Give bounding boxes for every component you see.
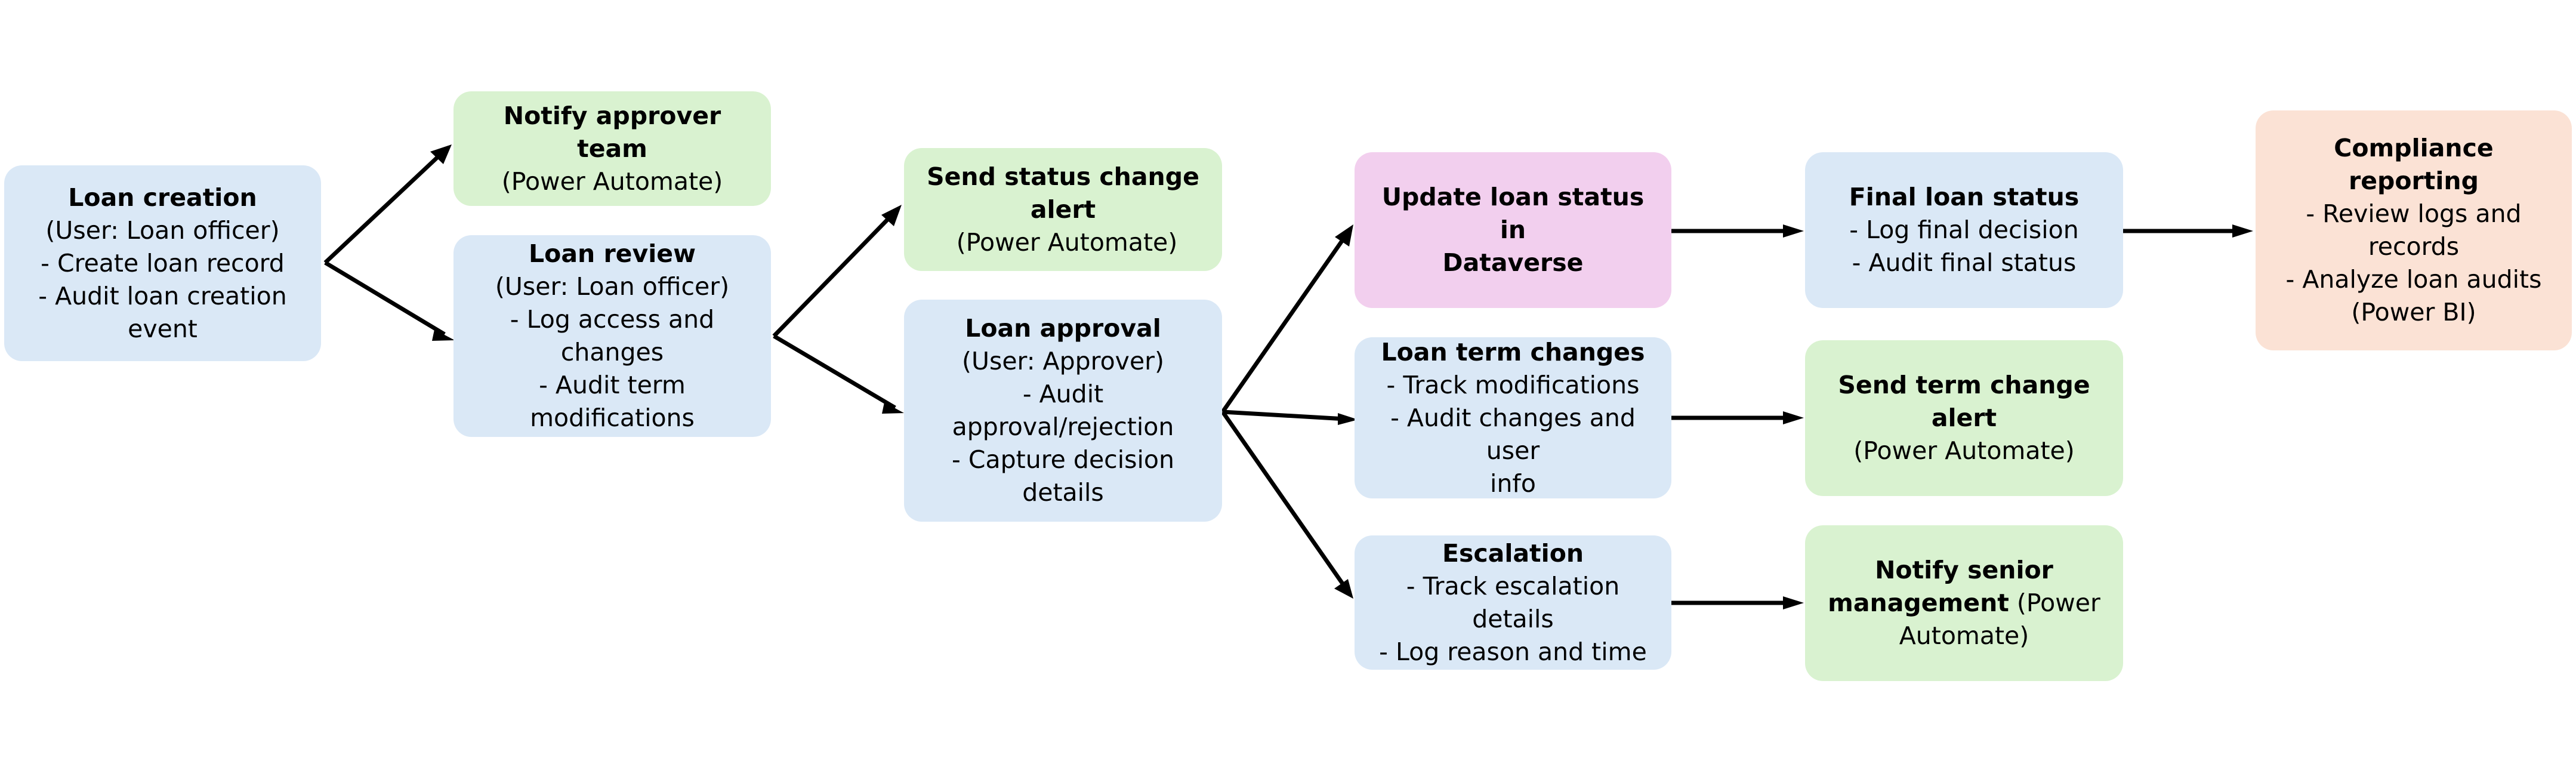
node-title: Escalation bbox=[1442, 538, 1584, 568]
node-line: info bbox=[1490, 469, 1536, 498]
node-line: (User: Loan officer) bbox=[495, 272, 730, 301]
arrowhead bbox=[882, 402, 904, 414]
arrowhead bbox=[1783, 224, 1804, 238]
node-line: - Audit term bbox=[539, 371, 686, 399]
node-line: changes bbox=[560, 338, 664, 367]
edge-approval-to-escalation bbox=[1221, 410, 1347, 590]
node-title: Send term change alert bbox=[1838, 371, 2090, 432]
node-line: records bbox=[2368, 232, 2460, 261]
edge-review-to-approval bbox=[773, 334, 896, 410]
node-send-status-change-alert: Send status change alert (Power Automate… bbox=[904, 148, 1222, 271]
edge-approval-to-term-changes bbox=[1222, 409, 1346, 421]
node-title: Send status change bbox=[927, 162, 1199, 191]
arrowhead bbox=[1334, 579, 1353, 599]
node-title: Update loan status in bbox=[1381, 183, 1645, 244]
node-line: - Review logs and bbox=[2306, 199, 2522, 228]
node-title: Notify approver team bbox=[503, 101, 721, 163]
node-loan-creation: Loan creation (User: Loan officer) - Cre… bbox=[4, 165, 321, 361]
node-suffix: (Power Automate) bbox=[948, 227, 1178, 257]
node-line: - Log reason and time bbox=[1379, 637, 1647, 666]
node-title: Loan review bbox=[529, 239, 696, 268]
arrowhead bbox=[1783, 411, 1804, 424]
node-title: Loan creation bbox=[68, 183, 257, 212]
node-title-cont: management bbox=[1828, 589, 2009, 617]
arrowhead bbox=[1783, 596, 1804, 609]
node-line: - Audit changes and user bbox=[1390, 403, 1636, 465]
node-line: modifications bbox=[530, 404, 695, 432]
node-line: - Audit loan creation bbox=[38, 281, 287, 310]
node-escalation: Escalation - Track escalation details - … bbox=[1355, 535, 1671, 670]
node-compliance-reporting: Compliance reporting - Review logs and r… bbox=[2256, 110, 2572, 350]
node-line: approval/rejection bbox=[952, 412, 1174, 441]
node-line: (Power Automate) bbox=[1853, 436, 2075, 465]
node-final-loan-status: Final loan status - Log final decision -… bbox=[1805, 152, 2123, 308]
node-notify-senior-management: Notify senior management (Power Automate… bbox=[1805, 525, 2123, 681]
arrowhead bbox=[2232, 224, 2253, 238]
node-line: (Power Automate) bbox=[501, 167, 723, 196]
edge-creation-to-notify-approver bbox=[323, 152, 443, 264]
node-title: Dataverse bbox=[1442, 248, 1584, 277]
node-line: event bbox=[128, 314, 198, 343]
node-line: (Power BI) bbox=[2351, 298, 2476, 327]
node-line: - Capture decision bbox=[952, 445, 1174, 474]
node-line: Automate) bbox=[1899, 621, 2029, 650]
arrowhead bbox=[1335, 224, 1353, 247]
node-line: - Track modifications bbox=[1386, 370, 1640, 399]
node-title: Compliance reporting bbox=[2334, 134, 2494, 195]
arrowhead bbox=[1338, 413, 1358, 425]
node-line: - Log final decision bbox=[1849, 215, 2079, 244]
node-suffix: (Power bbox=[2009, 589, 2100, 617]
node-loan-review: Loan review (User: Loan officer) - Log a… bbox=[454, 235, 771, 437]
node-line: - Log access and bbox=[510, 305, 715, 334]
node-line: - Track escalation details bbox=[1406, 571, 1620, 633]
node-line: alert (Power Automate) bbox=[917, 193, 1209, 259]
node-line: (User: Approver) bbox=[961, 347, 1165, 375]
node-line: details bbox=[1022, 478, 1104, 507]
node-notify-approver-team: Notify approver team (Power Automate) bbox=[454, 91, 771, 206]
edge-review-to-status-alert bbox=[772, 213, 894, 338]
edge-creation-to-review bbox=[324, 260, 446, 337]
arrowhead bbox=[430, 144, 452, 164]
node-line: - Audit bbox=[1022, 380, 1104, 408]
node-send-term-change-alert: Send term change alert (Power Automate) bbox=[1805, 340, 2123, 496]
node-title-cont: alert bbox=[1030, 195, 1096, 224]
node-line: - Analyze loan audits bbox=[2285, 265, 2542, 294]
node-title: Notify senior bbox=[1875, 556, 2053, 584]
node-loan-approval: Loan approval (User: Approver) - Audit a… bbox=[904, 300, 1222, 522]
node-line: (User: Loan officer) bbox=[45, 215, 280, 245]
arrowhead bbox=[432, 329, 455, 341]
arrowhead bbox=[881, 205, 902, 226]
node-title: Final loan status bbox=[1849, 183, 2080, 211]
node-line: - Audit final status bbox=[1852, 248, 2077, 277]
node-title: Loan term changes bbox=[1381, 337, 1645, 367]
edge-approval-to-update-status bbox=[1221, 234, 1347, 414]
node-line: management (Power bbox=[1828, 587, 2100, 620]
node-loan-term-changes: Loan term changes - Track modifications … bbox=[1355, 337, 1671, 498]
node-title: Loan approval bbox=[965, 314, 1161, 343]
node-update-loan-status: Update loan status in Dataverse bbox=[1355, 152, 1671, 308]
node-line: - Create loan record bbox=[41, 248, 285, 278]
